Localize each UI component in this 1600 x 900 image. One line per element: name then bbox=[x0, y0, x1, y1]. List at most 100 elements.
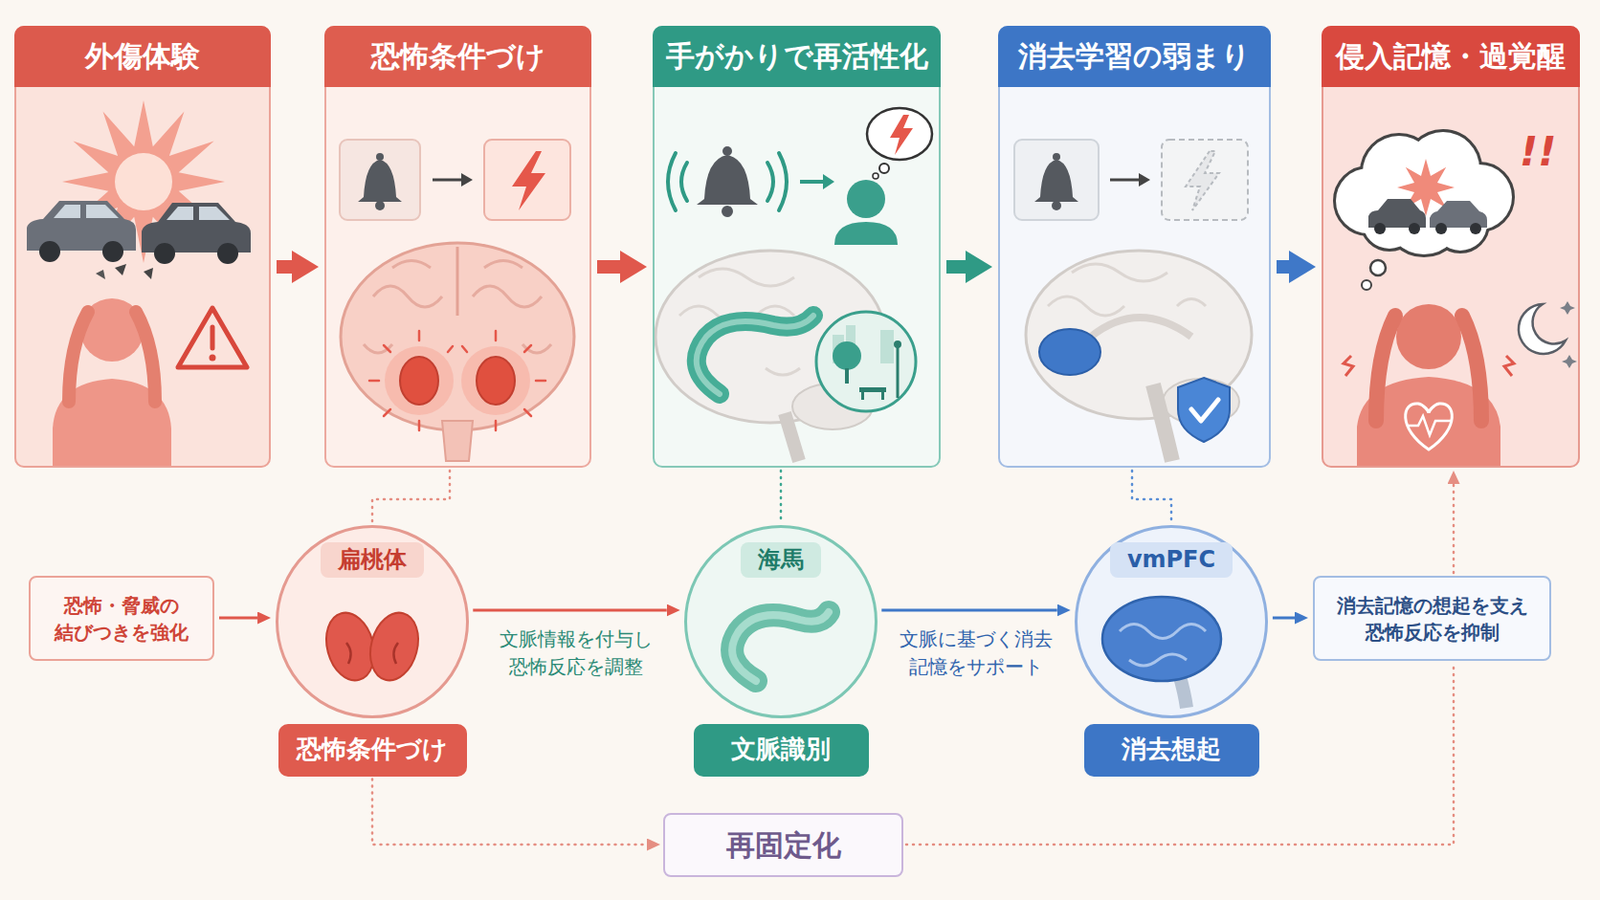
stage-panel: 手がかりで再活性化 bbox=[652, 25, 941, 468]
amygdala-glow bbox=[369, 331, 546, 431]
panel-title: 外傷体験 bbox=[85, 39, 200, 74]
amygdala-icon bbox=[393, 643, 399, 665]
thought-cloud bbox=[1368, 199, 1426, 228]
panel-ground bbox=[324, 25, 592, 468]
vmpfc-icon bbox=[1102, 597, 1222, 682]
function-name: 消去想起 bbox=[1121, 734, 1222, 765]
amygdala-glow bbox=[400, 356, 439, 405]
park-scene bbox=[844, 368, 849, 384]
thought-cloud bbox=[1335, 132, 1512, 255]
thought-bubble bbox=[872, 173, 879, 179]
brain-sagittal bbox=[1025, 250, 1252, 462]
panel-ground bbox=[14, 25, 1580, 468]
function-pill: 消去想起 bbox=[1084, 724, 1260, 778]
park-scene bbox=[859, 387, 887, 393]
faded-shock-card bbox=[1161, 139, 1248, 221]
brain-coronal bbox=[472, 286, 542, 308]
bell-card bbox=[376, 153, 384, 161]
edge-label-box: 文脈情報を付与し 恐怖反応を調整 bbox=[489, 625, 663, 682]
region-tag: 海馬 bbox=[684, 542, 878, 578]
ringing-bell bbox=[722, 146, 733, 156]
park-scene bbox=[880, 330, 894, 364]
amygdala-glow bbox=[461, 346, 531, 416]
amygdala-glow bbox=[418, 421, 422, 431]
person-head bbox=[834, 222, 898, 245]
car bbox=[166, 206, 194, 221]
panel-header: 恐怖条件づけ bbox=[324, 25, 592, 88]
brain-coronal bbox=[484, 261, 523, 269]
brain-sagittal bbox=[1177, 299, 1206, 308]
connector bbox=[906, 664, 1454, 845]
car bbox=[217, 243, 239, 265]
panel-header: 消去学習の弱まり bbox=[998, 25, 1271, 88]
region-name: 海馬 bbox=[740, 542, 822, 578]
vmpfc-icon bbox=[1119, 624, 1206, 640]
connector bbox=[1272, 617, 1295, 621]
thought-cloud bbox=[1335, 132, 1512, 255]
warning-sign bbox=[177, 308, 247, 368]
thought-cloud bbox=[1335, 132, 1512, 290]
shock-card bbox=[484, 139, 571, 221]
edge-label-box: 文脈に基づく消去 記憶をサポート bbox=[889, 625, 1063, 682]
brain-coronal bbox=[363, 344, 393, 354]
edge-label: 文脈情報を付与し 恐怖反応を調整 bbox=[489, 625, 663, 682]
ringing-bell bbox=[667, 153, 676, 211]
car bbox=[199, 206, 230, 221]
stage-panel: 外傷体験 bbox=[14, 25, 271, 468]
hippocampus-icon bbox=[732, 612, 829, 682]
thought-bubble bbox=[889, 114, 913, 156]
circle-ground bbox=[276, 526, 468, 718]
park-scene bbox=[832, 341, 862, 371]
function-name: 恐怖条件づけ bbox=[296, 734, 448, 765]
connector bbox=[1452, 484, 1456, 574]
brain-coronal bbox=[373, 286, 443, 308]
amygdala-glow bbox=[494, 421, 498, 431]
shield bbox=[1191, 400, 1219, 422]
connector bbox=[881, 609, 1057, 613]
cue-arrow bbox=[800, 179, 825, 184]
person-head bbox=[834, 179, 898, 245]
thought-cloud bbox=[1408, 222, 1421, 235]
car bbox=[141, 202, 251, 253]
panel-title: 消去学習の弱まり bbox=[1018, 39, 1251, 74]
connectors bbox=[219, 266, 1454, 845]
amygdala-glow bbox=[524, 409, 532, 417]
pairing-arrow bbox=[432, 173, 473, 187]
cue-arrow bbox=[822, 174, 835, 190]
hyperaroused-person bbox=[1406, 416, 1451, 436]
bell-card bbox=[1051, 200, 1062, 211]
bell-card bbox=[357, 159, 402, 202]
bell-card bbox=[339, 139, 421, 221]
box-text: 再固定化 bbox=[726, 825, 842, 867]
connector bbox=[779, 470, 783, 523]
ringing-bell bbox=[721, 205, 734, 218]
pairing-arrow bbox=[1110, 173, 1151, 187]
amygdala-glow bbox=[383, 409, 391, 417]
warning-sign bbox=[209, 355, 217, 362]
thought-cloud bbox=[1370, 260, 1386, 276]
vmpfc-icon bbox=[1102, 597, 1222, 709]
alarm-mark: !! bbox=[1519, 130, 1556, 175]
stage-panel: 侵入記憶・過覚醒 bbox=[1321, 25, 1580, 468]
car bbox=[26, 200, 251, 280]
ringing-bell bbox=[681, 162, 688, 201]
ringing-bell bbox=[767, 162, 774, 201]
car bbox=[86, 204, 119, 219]
panel-ground bbox=[1321, 25, 1580, 468]
brain-sagittal bbox=[1090, 317, 1192, 337]
park-scene bbox=[896, 346, 900, 399]
hippocampus bbox=[696, 315, 814, 395]
car bbox=[53, 204, 81, 219]
connector bbox=[276, 260, 292, 274]
region-tag: vmPFC bbox=[1074, 542, 1268, 578]
amygdala-glow bbox=[384, 346, 454, 416]
thought-bubble bbox=[866, 108, 933, 160]
bell-card bbox=[375, 200, 385, 211]
amygdala-glow bbox=[524, 345, 532, 353]
car bbox=[95, 269, 106, 280]
pairing-arrow bbox=[461, 173, 473, 187]
faded-shock-card bbox=[1161, 139, 1248, 221]
bell-card bbox=[1014, 139, 1099, 221]
